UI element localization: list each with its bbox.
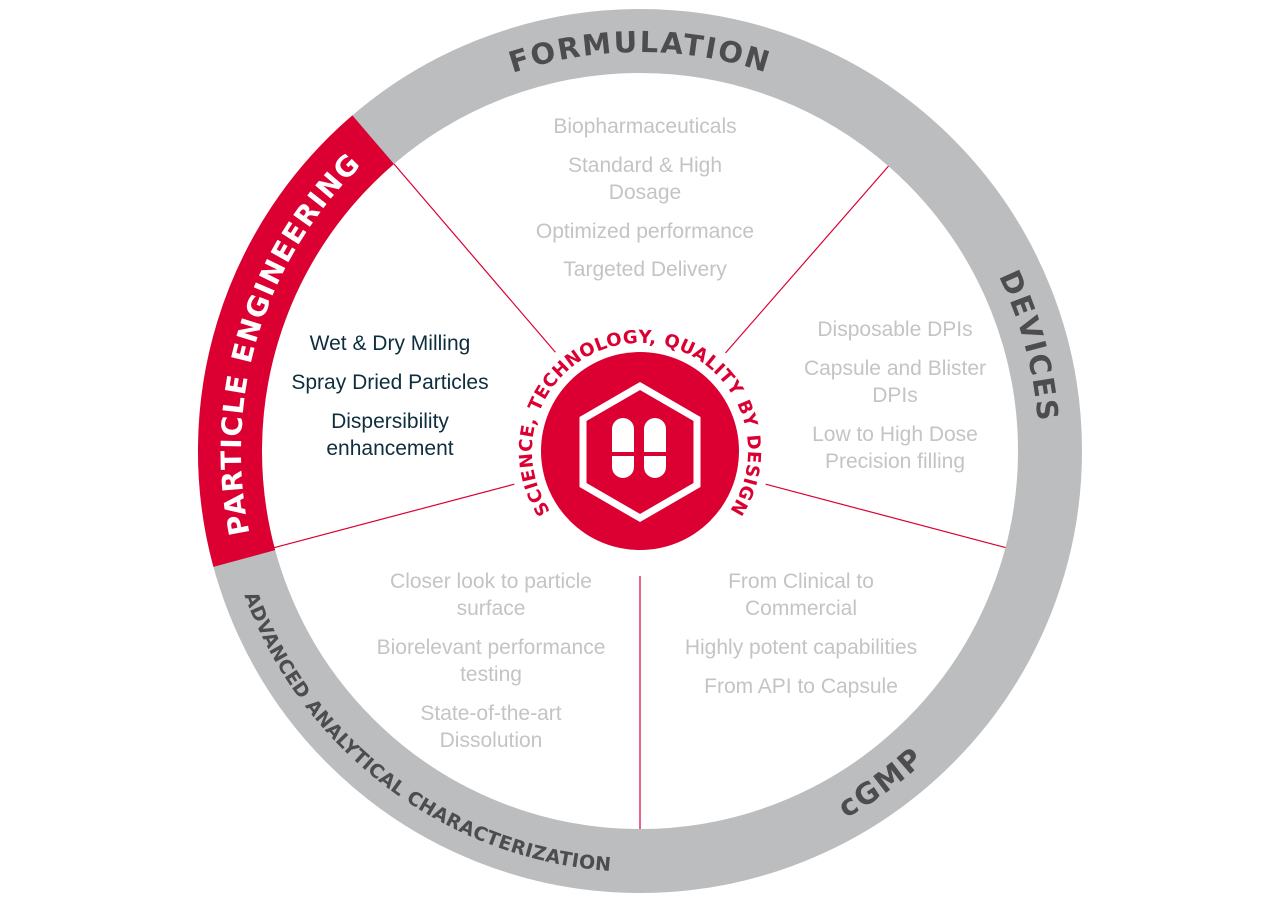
list-item: testing bbox=[460, 663, 522, 686]
list-item: Disposable DPIs bbox=[817, 318, 972, 341]
list-item: Closer look to particle bbox=[390, 570, 592, 593]
list-item: Biopharmaceuticals bbox=[553, 115, 736, 138]
segment-devices: Disposable DPIs Capsule and Blister DPIs… bbox=[804, 318, 986, 473]
list-item: State-of-the-art bbox=[420, 702, 561, 725]
list-item: From API to Capsule bbox=[704, 675, 898, 698]
segment-analytical: Closer look to particle surface Biorelev… bbox=[377, 570, 606, 752]
list-item: Optimized performance bbox=[536, 220, 754, 243]
list-item: surface bbox=[457, 597, 526, 620]
list-item: Biorelevant performance bbox=[377, 636, 606, 659]
list-item: DPIs bbox=[872, 384, 918, 407]
list-item: Highly potent capabilities bbox=[685, 636, 917, 659]
list-item: Commercial bbox=[745, 597, 857, 620]
list-item: Wet & Dry Milling bbox=[310, 332, 471, 355]
divider-formulation-particle bbox=[393, 163, 556, 353]
list-item: Spray Dried Particles bbox=[291, 371, 488, 394]
particle-engineering-ring-segment bbox=[198, 115, 395, 567]
list-item: Low to High Dose bbox=[812, 423, 978, 446]
segment-formulation: Biopharmaceuticals Standard & High Dosag… bbox=[536, 115, 754, 281]
center-badge bbox=[541, 352, 739, 550]
segment-cgmp: From Clinical to Commercial Highly poten… bbox=[685, 570, 917, 698]
list-item: Dispersibility bbox=[331, 410, 449, 433]
divider-devices-cgmp bbox=[765, 483, 1006, 549]
list-item: Targeted Delivery bbox=[563, 258, 727, 281]
list-item: Dissolution bbox=[440, 729, 543, 752]
list-item: Precision filling bbox=[825, 450, 965, 473]
list-item: Standard & High bbox=[568, 154, 722, 177]
capsule-hexagon-icon bbox=[579, 381, 701, 523]
list-item: From Clinical to bbox=[728, 570, 874, 593]
list-item: Capsule and Blister bbox=[804, 357, 986, 380]
divider-formulation-devices bbox=[725, 165, 889, 354]
list-item: enhancement bbox=[326, 437, 453, 460]
segment-particle-engineering: Wet & Dry Milling Spray Dried Particles … bbox=[291, 332, 488, 460]
divider-analytical-particle bbox=[274, 483, 515, 549]
list-item: Dosage bbox=[609, 181, 681, 204]
